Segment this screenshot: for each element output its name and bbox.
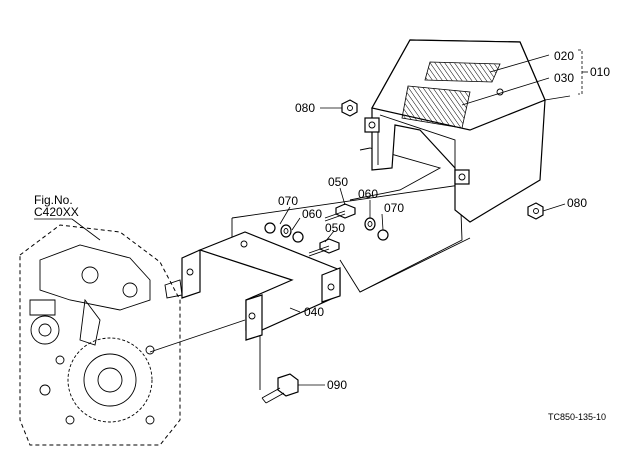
callout-090: 090 (327, 378, 347, 392)
callout-050-lower: 050 (325, 221, 345, 235)
callout-010: 010 (590, 65, 610, 79)
engine-block-reference (19, 224, 183, 446)
drawing-code: TC850-135-10 (548, 412, 606, 422)
callout-060-right: 060 (358, 187, 378, 201)
figure-number-label: Fig.No. (34, 193, 73, 207)
callout-labels: 020 030 010 080 080 050 060 070 070 060 … (278, 49, 610, 392)
nut-080-upper (341, 99, 358, 117)
figure-reference: Fig.No. C420XX (34, 193, 101, 241)
decal-lower (401, 85, 471, 129)
callout-040: 040 (304, 305, 324, 319)
bolt-090 (277, 373, 299, 397)
callout-060-left: 060 (302, 207, 322, 221)
callout-070-left: 070 (278, 194, 298, 208)
assembly-guide-lines (149, 147, 471, 390)
decal-upper (424, 61, 501, 83)
figure-number-value: C420XX (34, 205, 79, 219)
washer-070-right (377, 229, 389, 241)
cover-assembly (364, 39, 546, 223)
callout-070-right: 070 (384, 201, 404, 215)
washer-070-left (264, 222, 276, 234)
bracket-040 (181, 231, 341, 341)
callout-030: 030 (554, 71, 574, 85)
washer-060-right (364, 217, 376, 231)
nut-080-lower (527, 202, 544, 220)
leader-lines (279, 49, 588, 386)
callout-020: 020 (554, 49, 574, 63)
callout-080-upper: 080 (295, 101, 315, 115)
callout-080-lower: 080 (567, 196, 587, 210)
fasteners (261, 99, 544, 404)
callout-050-upper: 050 (328, 175, 348, 189)
washer-060-left (280, 224, 292, 238)
